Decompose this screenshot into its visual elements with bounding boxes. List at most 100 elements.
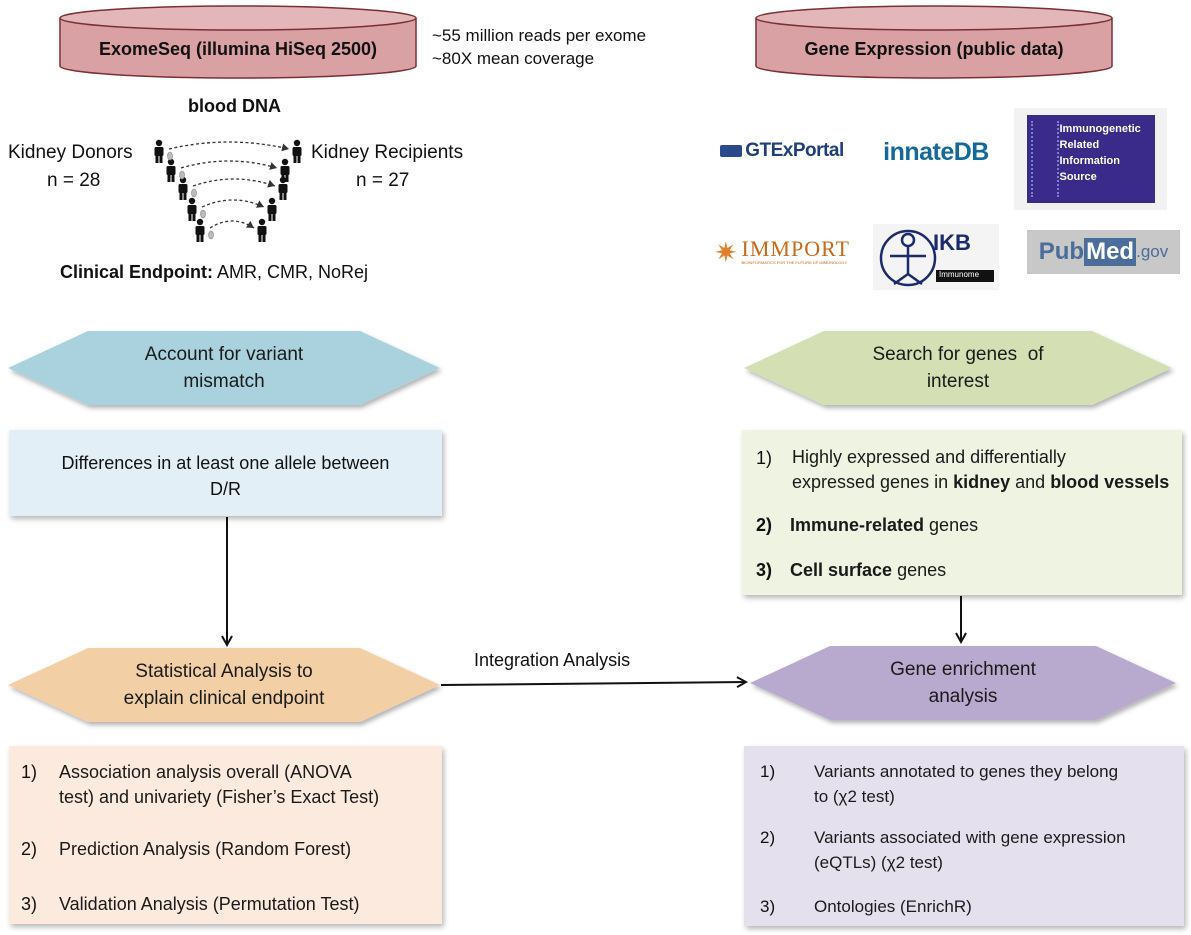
recipient-person-icon xyxy=(257,218,267,242)
donors-count: n = 28 xyxy=(47,170,101,191)
exomeseq-title: ExomeSeq (illumina HiSeq 2500) xyxy=(98,39,378,59)
list-line: Association analysis overall (ANOVA xyxy=(59,762,352,782)
hex-line: Statistical Analysis to xyxy=(135,661,313,682)
statistical-methods-box: 1) Association analysis overall (ANOVA t… xyxy=(9,746,442,924)
blood-vessels-bold: blood vessels xyxy=(1050,472,1170,492)
list-item-immune-related: Immune-related genes xyxy=(790,513,978,538)
immport-text: IMMPORT xyxy=(741,236,850,261)
coverage-note: ~80X mean coverage xyxy=(432,49,595,68)
immune-related-bold: Immune-related xyxy=(790,515,925,535)
allele-difference-box: Differences in at least one allele betwe… xyxy=(9,430,442,516)
hex-line: Search for genes of xyxy=(872,344,1044,365)
list-item-association: Association analysis overall (ANOVA test… xyxy=(59,760,379,810)
blood-sample-icon xyxy=(191,188,197,198)
list-item-eqtls: Variants associated with gene expression… xyxy=(814,825,1126,875)
iris-text: Immunogenetic Related Information Source xyxy=(1060,121,1141,185)
iris-panel: Immunogenetic Related Information Source xyxy=(1026,115,1155,203)
recipient-person-icon xyxy=(278,176,288,200)
ikb-text: IKB xyxy=(933,230,971,255)
hex-line: mismatch xyxy=(183,371,265,392)
gtex-text: GTExPortal xyxy=(745,140,844,161)
exomeseq-cylinder xyxy=(59,5,417,79)
ikb-logo: IKB Immunome xyxy=(873,224,999,290)
statistical-analysis-label: Statistical Analysis to explain clinical … xyxy=(88,648,360,722)
list-line: (eQTLs) (χ2 test) xyxy=(814,853,943,872)
pair-connection-arrow xyxy=(168,141,290,152)
account-variant-label: Account for variant mismatch xyxy=(88,331,360,405)
pair-connection-arrow xyxy=(192,178,276,188)
pubmed-text-c: .gov xyxy=(1136,242,1169,261)
gene-enrichment-hexagon xyxy=(750,646,1176,720)
pair-connection-arrow xyxy=(209,220,255,229)
list-line: Ontologies (EnrichR) xyxy=(814,897,972,916)
hex-line: interest xyxy=(926,371,990,392)
donor-person-icon xyxy=(178,176,188,200)
hex-line: analysis xyxy=(928,686,998,707)
pair-connection-arrow xyxy=(201,199,265,208)
people-pairs xyxy=(154,139,302,242)
donor-person-icon xyxy=(187,197,197,221)
iris-line: Information xyxy=(1059,155,1121,167)
list-item-variants-annotated: Variants annotated to genes they belong … xyxy=(814,759,1118,809)
innatedb-logo: innateDB xyxy=(870,132,1002,172)
gtex-portal-logo: GTExPortal xyxy=(708,133,856,169)
clinical-endpoint: Clinical Endpoint: AMR, CMR, NoRej xyxy=(60,262,368,283)
list-line: to (χ2 test) xyxy=(814,787,895,806)
ikb-icon xyxy=(879,229,994,287)
ikb-tagline: Immunome xyxy=(939,270,980,279)
box-line: Differences in at least one allele betwe… xyxy=(61,453,390,473)
immport-star-icon: ✷ xyxy=(714,236,738,268)
immport-tagline: BIOINFORMATICS FOR THE FUTURE OF IMMUNOL… xyxy=(741,260,848,265)
text-span: and xyxy=(1010,472,1051,492)
list-item-prediction: Prediction Analysis (Random Forest) xyxy=(59,837,351,862)
list-item-cell-surface: Cell surface genes xyxy=(790,558,946,583)
text-span: genes xyxy=(924,515,979,535)
list-number: 3) xyxy=(760,897,776,916)
pubmed-text-b: Med xyxy=(1084,238,1137,266)
list-line: Variants annotated to genes they belong xyxy=(814,762,1119,781)
recipient-person-icon xyxy=(292,139,302,163)
hex-line: explain clinical endpoint xyxy=(123,688,325,709)
iris-line: Immunogenetic xyxy=(1059,123,1141,135)
list-item-highly-expressed: Highly expressed and differentially expr… xyxy=(792,445,1169,495)
list-number: 3) xyxy=(21,894,38,914)
statistical-analysis-hexagon xyxy=(8,648,440,722)
blood-sample-icon xyxy=(179,170,185,180)
gene-expression-cylinder xyxy=(755,5,1113,79)
text-span: expressed genes in xyxy=(792,472,954,492)
enrichment-methods-box: 1) Variants annotated to genes they belo… xyxy=(744,746,1184,926)
blood-sample-icon xyxy=(200,209,206,219)
hex-line: Account for variant xyxy=(144,344,304,365)
dna-icon xyxy=(1030,121,1059,197)
list-line: Prediction Analysis (Random Forest) xyxy=(59,839,352,859)
list-number: 1) xyxy=(760,762,776,781)
arrow-integration xyxy=(440,682,746,685)
list-line: expressed genes in kidney and blood vess… xyxy=(792,470,1169,495)
iris-logo: Immunogenetic Related Information Source xyxy=(1014,108,1167,210)
account-variant-hexagon xyxy=(8,331,440,405)
clinical-endpoint-label: Clinical Endpoint: xyxy=(60,262,213,282)
list-number: 1) xyxy=(21,762,38,782)
list-line: Validation Analysis (Permutation Test) xyxy=(59,894,360,914)
iris-line: Source xyxy=(1059,171,1097,183)
genes-of-interest-box: 1) Highly expressed and differentially e… xyxy=(742,430,1182,595)
list-item-validation: Validation Analysis (Permutation Test) xyxy=(59,892,359,917)
innatedb-text: innateDB xyxy=(883,137,989,166)
text-span: genes xyxy=(892,560,947,580)
recipient-person-icon xyxy=(267,197,277,221)
list-item-ontologies: Ontologies (EnrichR) xyxy=(814,894,972,919)
donor-person-icon xyxy=(195,218,205,242)
search-genes-label: Search for genes of interest xyxy=(824,331,1092,405)
sequencing-notes: ~55 million reads per exome ~80X mean co… xyxy=(432,24,646,70)
list-number: 3) xyxy=(756,560,773,580)
box-line: D/R xyxy=(210,479,241,499)
donors-label: Kidney Donors xyxy=(8,142,133,163)
donor-person-icon xyxy=(166,158,176,182)
list-number: 2) xyxy=(21,839,38,859)
kidney-bold: kidney xyxy=(953,472,1011,492)
donor-person-icon xyxy=(154,139,164,163)
pubmed-text-a: Pub xyxy=(1038,238,1085,265)
